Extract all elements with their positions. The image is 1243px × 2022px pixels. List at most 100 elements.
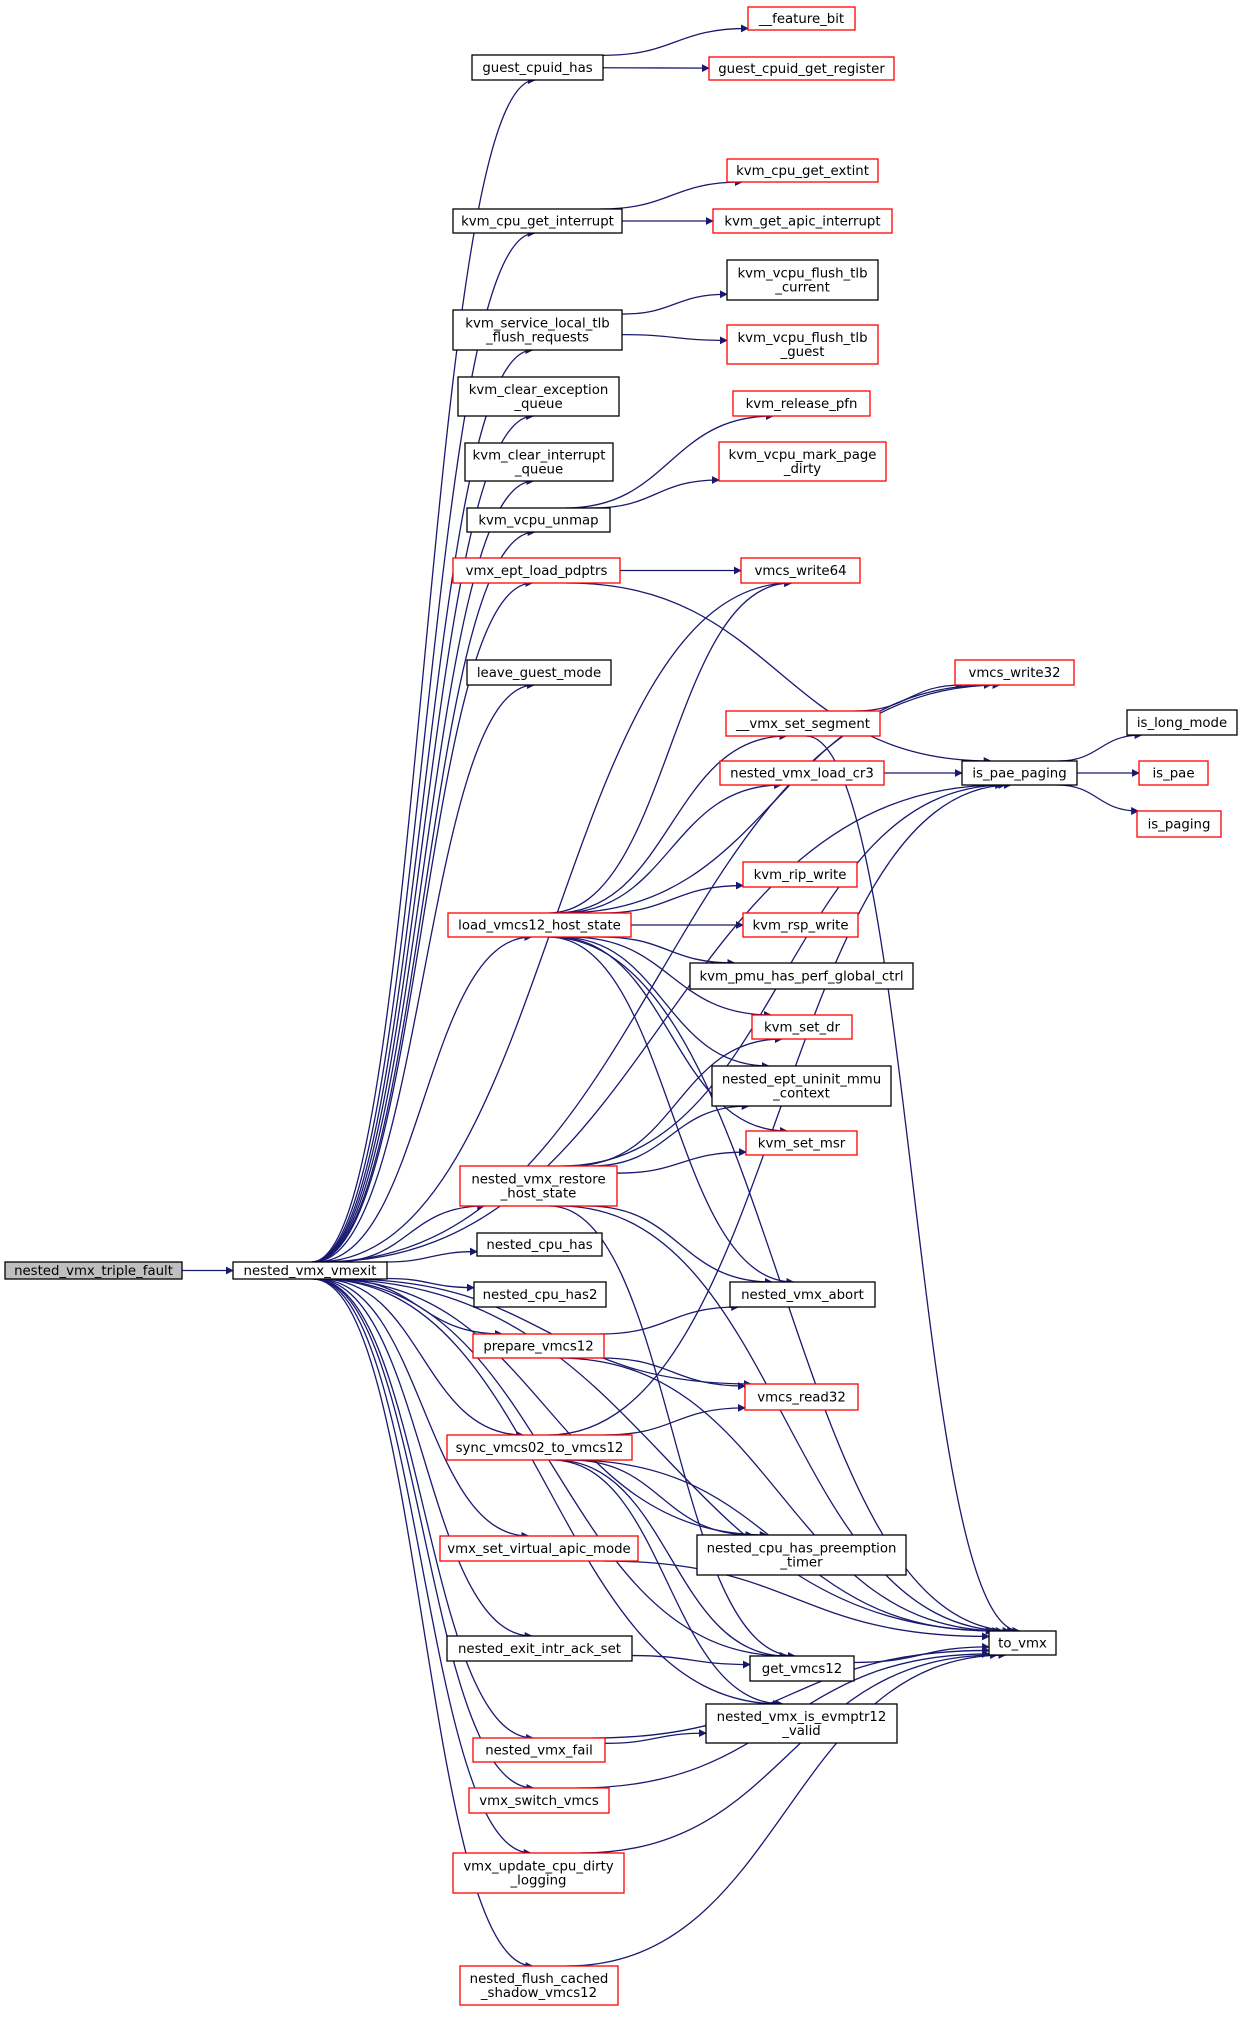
- node-nested_exit_intr_ack_set[interactable]: nested_exit_intr_ack_set: [446, 1635, 633, 1662]
- node-kvm_set_dr[interactable]: kvm_set_dr: [751, 1014, 853, 1040]
- node-vmx_switch_vmcs[interactable]: vmx_switch_vmcs: [468, 1787, 610, 1814]
- node-kvm_set_msr[interactable]: kvm_set_msr: [745, 1130, 858, 1156]
- node-to_vmx[interactable]: to_vmx: [988, 1630, 1057, 1656]
- node-nested_vmx_is_evmptr12_valid[interactable]: nested_vmx_is_evmptr12_valid: [705, 1703, 898, 1744]
- node-nested_vmx_restore_host_state[interactable]: nested_vmx_restore_host_state: [459, 1165, 618, 1207]
- node-label: vmcs_write32: [968, 666, 1060, 681]
- node-box: [751, 1014, 853, 1040]
- node-load_vmcs12_host_state[interactable]: load_vmcs12_host_state: [447, 912, 632, 938]
- edge-vmx_ept_load_pdptrs-to-is_pae_paging: [566, 582, 992, 765]
- edge-nested_vmx_vmexit-to-kvm_cpu_get_interrupt: [311, 229, 536, 1263]
- node-is_paging[interactable]: is_paging: [1136, 810, 1222, 838]
- edge-vmx_update_cpu_dirty_logging-to-to_vmx: [580, 1651, 999, 1854]
- node-label: _current: [774, 281, 830, 296]
- node-__vmx_set_segment[interactable]: __vmx_set_segment: [725, 710, 881, 737]
- node-nested_cpu_has_preemption_timer[interactable]: nested_cpu_has_preemption_timer: [696, 1534, 907, 1576]
- node-kvm_vcpu_unmap[interactable]: kvm_vcpu_unmap: [466, 507, 611, 533]
- node-box: [726, 259, 879, 301]
- node-label: nested_ept_uninit_mmu: [722, 1073, 881, 1088]
- node-kvm_vcpu_mark_page_dirty[interactable]: kvm_vcpu_mark_page_dirty: [718, 441, 887, 482]
- node-label: kvm_clear_interrupt: [473, 449, 606, 464]
- node-kvm_service_local_tlb_flush_requests[interactable]: kvm_service_local_tlb_flush_requests: [452, 309, 623, 351]
- node-is_pae_paging[interactable]: is_pae_paging: [961, 760, 1078, 786]
- node-box: [745, 1130, 858, 1156]
- edge-prepare_vmcs12-to-to_vmx: [558, 1357, 1004, 1635]
- node-label: __vmx_set_segment: [735, 717, 870, 732]
- node-nested_flush_cached_shadow_vmcs12[interactable]: nested_flush_cached_shadow_vmcs12: [459, 1965, 619, 2006]
- node-box: [742, 912, 859, 938]
- node-box: [464, 442, 614, 482]
- node-nested_vmx_triple_fault[interactable]: nested_vmx_triple_fault: [4, 1261, 183, 1280]
- node-box: [452, 208, 623, 234]
- node-vmcs_read32[interactable]: vmcs_read32: [744, 1383, 859, 1411]
- node-label: _logging: [510, 1874, 567, 1889]
- node-is_pae[interactable]: is_pae: [1138, 760, 1209, 786]
- node-kvm_clear_exception_queue[interactable]: kvm_clear_exception_queue: [457, 376, 620, 417]
- node-label: nested_cpu_has: [486, 1238, 592, 1253]
- edge-nested_vmx_vmexit-to-kvm_clear_interrupt_queue: [312, 477, 535, 1263]
- edge-nested_exit_intr_ack_set-to-get_vmcs12: [631, 1654, 751, 1669]
- node-kvm_vcpu_flush_tlb_guest[interactable]: kvm_vcpu_flush_tlb_guest: [726, 324, 879, 365]
- node-nested_vmx_load_cr3[interactable]: nested_vmx_load_cr3: [719, 760, 885, 786]
- edge-nested_vmx_vmexit-to-guest_cpuid_has: [311, 76, 536, 1263]
- edge-nested_vmx_vmexit-to-nested_vmx_restore_host_state: [332, 1202, 486, 1263]
- node-label: vmcs_read32: [757, 1391, 846, 1406]
- node-box: [988, 1630, 1057, 1656]
- node-box: [452, 557, 621, 584]
- node-label: _context: [772, 1087, 830, 1102]
- edge-is_pae_paging-to-is_long_mode: [1058, 731, 1143, 762]
- node-get_vmcs12[interactable]: get_vmcs12: [749, 1655, 855, 1682]
- node-vmx_update_cpu_dirty_logging[interactable]: vmx_update_cpu_dirty_logging: [452, 1852, 625, 1894]
- edge-nested_vmx_vmexit-to-vmcs_read32: [343, 1278, 752, 1388]
- node-is_long_mode[interactable]: is_long_mode: [1126, 709, 1238, 736]
- edge-nested_vmx_vmexit-to-kvm_clear_exception_queue: [312, 412, 535, 1263]
- node-box: [472, 1333, 605, 1359]
- node-prepare_vmcs12[interactable]: prepare_vmcs12: [472, 1333, 605, 1359]
- edge-nested_vmx_vmexit-to-vmx_set_virtual_apic_mode: [317, 1278, 530, 1540]
- node-kvm_vcpu_flush_tlb_current[interactable]: kvm_vcpu_flush_tlb_current: [726, 259, 879, 301]
- node-label: _guest: [780, 345, 825, 360]
- node-kvm_rsp_write[interactable]: kvm_rsp_write: [742, 912, 859, 938]
- node-__feature_bit[interactable]: __feature_bit: [747, 6, 856, 31]
- node-box: [457, 376, 620, 417]
- node-label: _flush_requests: [485, 331, 589, 346]
- node-kvm_pmu_has_perf_global_ctrl[interactable]: kvm_pmu_has_perf_global_ctrl: [689, 962, 914, 990]
- node-nested_cpu_has2[interactable]: nested_cpu_has2: [473, 1281, 607, 1308]
- node-guest_cpuid_has[interactable]: guest_cpuid_has: [471, 54, 604, 81]
- node-kvm_clear_interrupt_queue[interactable]: kvm_clear_interrupt_queue: [464, 442, 614, 482]
- node-vmx_set_virtual_apic_mode[interactable]: vmx_set_virtual_apic_mode: [439, 1535, 639, 1562]
- node-vmcs_write64[interactable]: vmcs_write64: [740, 557, 861, 584]
- node-leave_guest_mode[interactable]: leave_guest_mode: [466, 659, 612, 686]
- node-box: [711, 1065, 892, 1107]
- node-sync_vmcs02_to_vmcs12[interactable]: sync_vmcs02_to_vmcs12: [446, 1434, 633, 1461]
- node-box: [1138, 760, 1209, 786]
- node-box: [459, 1965, 619, 2006]
- node-kvm_get_apic_interrupt[interactable]: kvm_get_apic_interrupt: [712, 208, 893, 234]
- node-label: _queue: [513, 397, 562, 412]
- node-guest_cpuid_get_register[interactable]: guest_cpuid_get_register: [708, 56, 895, 81]
- node-kvm_rip_write[interactable]: kvm_rip_write: [742, 861, 858, 888]
- node-box: [468, 1787, 610, 1814]
- node-kvm_cpu_get_extint[interactable]: kvm_cpu_get_extint: [726, 158, 879, 183]
- edge-load_vmcs12_host_state-to-kvm_rip_write: [601, 881, 744, 914]
- node-nested_vmx_abort[interactable]: nested_vmx_abort: [729, 1281, 876, 1308]
- node-kvm_release_pfn[interactable]: kvm_release_pfn: [732, 390, 871, 417]
- node-nested_vmx_vmexit[interactable]: nested_vmx_vmexit: [232, 1261, 388, 1280]
- node-nested_cpu_has[interactable]: nested_cpu_has: [476, 1232, 603, 1257]
- node-nested_ept_uninit_mmu_context[interactable]: nested_ept_uninit_mmu_context: [711, 1065, 892, 1107]
- edge-nested_flush_cached_shadow_vmcs12-to-to_vmx: [566, 1651, 1007, 1967]
- node-label: _shadow_vmcs12: [480, 1986, 597, 2001]
- node-nested_vmx_fail[interactable]: nested_vmx_fail: [472, 1737, 606, 1763]
- edge-nested_vmx_vmexit-to-nested_vmx_is_evmptr12_valid: [319, 1278, 782, 1708]
- edge-nested_vmx_vmexit-to-nested_exit_intr_ack_set: [315, 1278, 533, 1640]
- edge-load_vmcs12_host_state-to-__vmx_set_segment: [555, 732, 788, 914]
- node-label: kvm_vcpu_unmap: [478, 514, 598, 529]
- node-label: _valid: [781, 1724, 821, 1739]
- node-vmcs_write32[interactable]: vmcs_write32: [954, 659, 1075, 686]
- edge-kvm_service_local_tlb_flush_requests-to-kvm_vcpu_flush_tlb_guest: [621, 333, 728, 345]
- edge-kvm_vcpu_unmap-to-kvm_release_pfn: [565, 412, 775, 509]
- node-box: [729, 1281, 876, 1308]
- node-kvm_cpu_get_interrupt[interactable]: kvm_cpu_get_interrupt: [452, 208, 623, 234]
- node-vmx_ept_load_pdptrs[interactable]: vmx_ept_load_pdptrs: [452, 557, 621, 584]
